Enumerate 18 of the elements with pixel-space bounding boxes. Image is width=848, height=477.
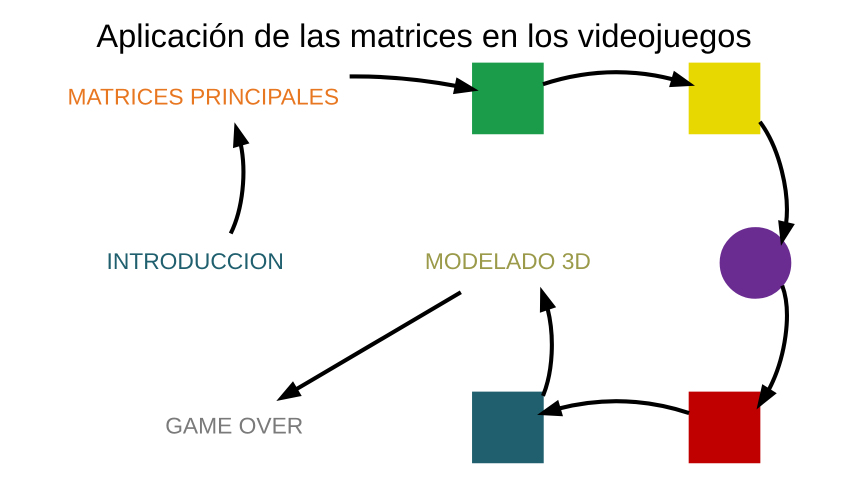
arrow [350, 74, 479, 94]
node-box [472, 62, 544, 134]
node-box [688, 62, 760, 134]
arrow [537, 399, 690, 416]
node-circle [720, 227, 792, 299]
diagram-title: Aplicación de las matrices en los videojuegos [96, 18, 752, 54]
node-text: MATRICES PRINCIPALES [68, 83, 340, 110]
arrow [228, 122, 250, 234]
arrow [756, 285, 789, 410]
arrow [758, 120, 795, 246]
arrow [540, 286, 556, 397]
node-text: INTRODUCCION [106, 248, 284, 274]
node-text: GAME OVER [165, 412, 304, 438]
arrow [276, 290, 462, 402]
arrow [542, 70, 695, 88]
node-box [688, 392, 760, 464]
node-box [472, 392, 544, 464]
node-text: MODELADO 3D [424, 248, 591, 274]
